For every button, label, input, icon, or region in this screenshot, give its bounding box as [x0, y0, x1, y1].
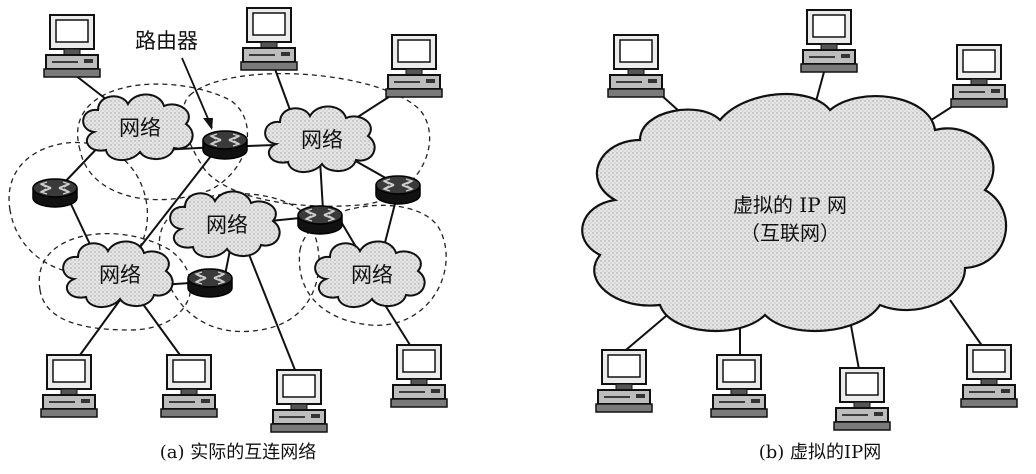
network-label: 网络 [206, 213, 248, 237]
router-icon [375, 175, 421, 205]
computer-icon [390, 344, 448, 408]
computer-icon [40, 354, 98, 418]
computer-icon [160, 354, 218, 418]
arrow-icon [203, 118, 213, 130]
router-icon [297, 205, 343, 235]
computer-icon [960, 344, 1018, 408]
router-icon [187, 268, 233, 298]
computer-icon [710, 354, 768, 418]
computer-icon [607, 34, 665, 98]
router-label: 路由器 [135, 29, 198, 53]
caption-left: (a) 实际的互连网络 [160, 442, 317, 463]
cloud-title: 虚拟的 IP 网 [733, 193, 847, 217]
computer-icon [800, 9, 858, 73]
computer-icon [833, 367, 891, 431]
network-label: 网络 [119, 116, 161, 140]
router-icon [202, 130, 248, 160]
computer-icon [43, 14, 101, 78]
network-label: 网络 [99, 263, 141, 287]
computer-icon [240, 7, 298, 71]
network-label: 网络 [351, 263, 393, 287]
router-pointer [181, 57, 213, 129]
cloud-subtitle: （互联网） [740, 221, 840, 245]
right-diagram: 虚拟的 IP 网 （互联网） (b) 虚拟的IP网 [581, 9, 1018, 463]
internet-cloud [581, 92, 1008, 333]
computer-icon [270, 369, 328, 433]
caption-right: (b) 虚拟的IP网 [759, 442, 882, 463]
computer-icon [385, 34, 443, 98]
left-diagram: 网络 网络 网络 网络 网络 路由器 (a) 实际的互连网络 [8, 7, 448, 463]
network-label: 网络 [301, 128, 343, 152]
computer-icon [595, 349, 653, 413]
router-icon [32, 178, 78, 208]
computer-icon [950, 44, 1008, 108]
